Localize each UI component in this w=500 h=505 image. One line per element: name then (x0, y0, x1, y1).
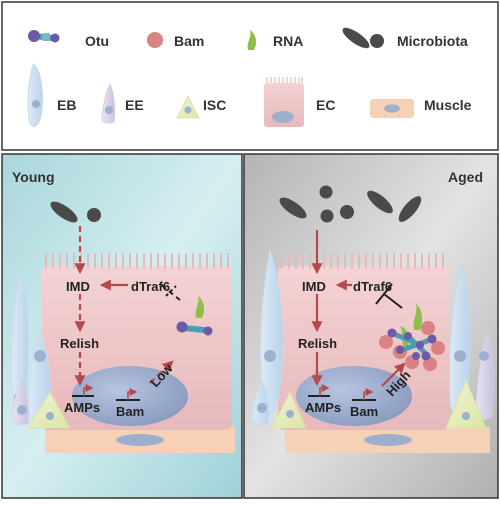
aged-isc-cell-right (445, 378, 487, 429)
young-bam-gene (116, 388, 140, 401)
aged-title: Aged (448, 169, 483, 185)
aged-nucleus (296, 366, 412, 426)
muscle-legend-icon (370, 99, 414, 118)
ec-legend-icon (264, 77, 304, 127)
young-microbiota-icon (50, 201, 101, 223)
young-muscle-nucleus (116, 434, 164, 446)
ee-label: EE (125, 97, 144, 113)
young-otu-complex (176, 296, 213, 336)
young-panel: Young (1, 153, 243, 499)
aged-pathway-arrows (311, 230, 406, 387)
young-dtraf6-label: dTraf6 (131, 279, 170, 294)
aged-bam-label: Bam (350, 404, 378, 419)
young-relish-label: Relish (60, 336, 99, 351)
aged-otu-bam-cluster (379, 304, 445, 371)
aged-bam-gene (352, 388, 376, 401)
aged-dtraf6-label: dTraf6 (353, 279, 392, 294)
bam-legend-icon (147, 32, 163, 48)
legend-frame (1, 1, 499, 151)
otu-legend-icon (28, 30, 60, 43)
rna-legend-icon (247, 30, 257, 50)
aged-panel: Aged (243, 153, 499, 499)
microbiota-label: Microbiota (397, 33, 468, 49)
aged-inhibition-line (375, 283, 403, 309)
bam-label: Bam (174, 33, 204, 49)
young-inhibition-line (159, 283, 181, 301)
legend-panel: Otu Bam RNA Microbiota EB EE ISC (1, 1, 499, 151)
young-isc-cell (27, 391, 71, 429)
rna-label: RNA (273, 33, 303, 49)
otu-label: Otu (85, 33, 109, 49)
young-amps-gene (72, 384, 94, 397)
aged-ee-cell-left (251, 379, 270, 426)
aged-relish-label: Relish (298, 336, 337, 351)
young-pathway-arrows (74, 226, 174, 387)
aged-isc-cell-left (271, 391, 307, 429)
isc-label: ISC (203, 97, 226, 113)
aged-amps-gene (308, 384, 330, 397)
young-imd-label: IMD (66, 279, 90, 294)
aged-eb-cell-left (260, 248, 284, 413)
aged-muscle-nucleus (364, 434, 412, 446)
muscle-label: Muscle (424, 97, 472, 113)
ee-legend-icon (101, 83, 116, 124)
isc-legend-icon (176, 95, 200, 119)
young-nucleus (72, 366, 188, 426)
aged-ec-cell (278, 253, 450, 430)
aged-amps-label: AMPs (305, 400, 341, 415)
aged-microbiota-icon (279, 185, 422, 223)
young-ee-cell-2 (11, 381, 30, 426)
young-bam-label: Bam (116, 404, 144, 419)
eb-label: EB (57, 97, 76, 113)
ec-label: EC (316, 97, 335, 113)
young-amps-label: AMPs (64, 400, 100, 415)
eb-legend-icon (27, 63, 43, 127)
microbiota-legend-icon (342, 27, 384, 49)
aged-imd-label: IMD (302, 279, 326, 294)
young-title: Young (12, 169, 55, 185)
